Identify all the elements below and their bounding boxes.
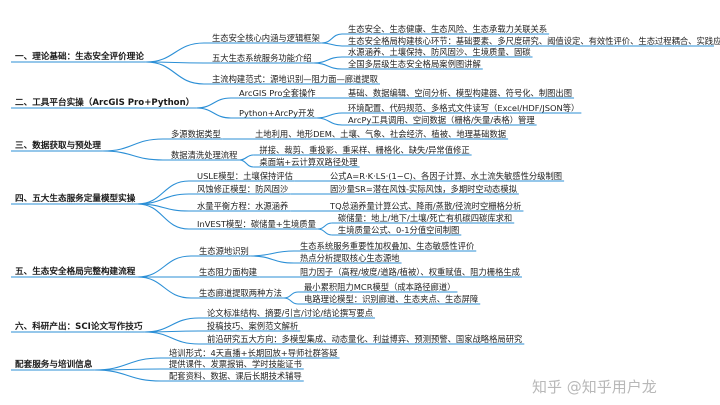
branch-label: 配套资料、数据、课后长期技术辅导	[169, 371, 302, 381]
leaf-label: 阻力因子（高程/坡度/道路/植被）、权重赋值、阻力栅格生成	[300, 267, 520, 277]
branch-label: 生态安全核心内涵与逻辑框架	[212, 33, 320, 43]
branch-label: 生态廊道提取两种方法	[199, 288, 282, 298]
leaf-label: 环境配置、代码规范、多格式文件读写（Excel/HDF/JSON等）	[348, 103, 579, 113]
branch-line	[144, 317, 200, 333]
branch-label: 论文标准结构、摘要/引言/讨论/结论撰写要点	[207, 308, 373, 318]
leaf-label: 桌面端+云计算双路径处理	[259, 157, 358, 167]
section-title: 三、数据获取与预处理	[15, 139, 101, 151]
branch-line	[144, 331, 200, 345]
branch-label: InVEST模型：碳储量+生境质量	[197, 219, 316, 229]
section-title: 配套服务与培训信息	[15, 358, 93, 370]
branch-label: 投稿技巧、案例范文解析	[207, 321, 298, 331]
leaf-line	[283, 291, 299, 299]
branch-line	[102, 150, 164, 161]
branch-label: USLE模型：土壤保持评估	[197, 171, 293, 181]
branch-label: 主流构建范式：源地识别—阻力面—廊道提取	[212, 74, 379, 84]
leaf-label: 生态系统服务重要性加权叠加、生态敏感性评价	[300, 241, 475, 251]
leaf-label: 热点分析提取核心生态源地	[300, 253, 400, 263]
leaf-label: 生态安全格局构建核心环节：基础要素、多尺度研究、阈值设定、有效性评价、生态过程耦…	[348, 36, 720, 46]
branch-label: 数据清洗处理流程	[171, 150, 237, 160]
branch-line	[145, 42, 205, 63]
branch-label: 多源数据类型	[171, 129, 221, 139]
leaf-label: 水源涵养、土壤保持、防风固沙、生境质量、固碳	[348, 47, 531, 57]
branch-line	[102, 138, 164, 152]
section-title: 二、工具平台实操（ArcGIS Pro+Python）	[15, 96, 194, 108]
leaf-label: ArcPy工具调用、空间数据（栅格/矢量/表格）管理	[348, 115, 535, 125]
leaf-line	[239, 159, 254, 168]
leaf-line	[317, 228, 332, 236]
section-title: 五、生态安全格局完整构建流程	[15, 265, 136, 277]
watermark: 知乎 @知乎用户龙	[532, 378, 657, 396]
leaf-label: 固沙量SR=潜在风蚀-实际风蚀，多期时空动态模拟	[330, 184, 518, 194]
branch-label: 提供课件、发票报销、学时技能证书	[169, 359, 302, 369]
branch-label: ArcGIS Pro全套操作	[239, 88, 316, 98]
branch-line	[137, 276, 192, 299]
section-title: 一、理论基础：生态安全评价理论	[15, 50, 144, 62]
leaf-label: 全国多层级生态安全格局案例图讲解	[348, 59, 481, 69]
branch-line	[196, 97, 232, 109]
leaf-label: 碳储量：地上/地下/土壤/死亡有机碳四碳库求和	[338, 213, 512, 223]
leaf-line	[283, 297, 299, 305]
branch-line	[137, 180, 190, 205]
leaf-line	[317, 222, 332, 230]
leaf-label: 拼接、裁剪、重投影、重采样、栅格化、缺失/异常值修正	[259, 145, 469, 155]
leaf-label: 生境质量公式、0-1分值空间制图	[338, 225, 459, 235]
leaf-line	[239, 154, 254, 161]
branch-label: 风蚀修正模型：防风固沙	[197, 184, 288, 194]
leaf-label: 电路理论模型：识别廊道、生态夹点、生态屏障	[304, 294, 478, 304]
branch-label: 水量平衡方程：水源涵养	[197, 201, 288, 211]
leaf-label: 最小累积阻力MCR模型（成本路径廊道）	[304, 282, 455, 292]
leaf-label: 公式A=R⋅K⋅LS⋅(1−C)、各因子计算、水土流失敏感性分级制图	[330, 171, 562, 181]
branch-line	[137, 193, 190, 205]
leaf-label: 基础、数据编辑、空间分析、模型构建器、符号化、制图出图	[348, 88, 572, 98]
leaf-label: 生态安全、生态健康、生态风险、生态承载力关联关系	[348, 24, 547, 34]
branch-line	[137, 203, 190, 230]
leaf-line	[250, 255, 295, 264]
leaf-line	[250, 250, 295, 257]
branch-line	[94, 357, 162, 371]
section-title: 四、五大生态服务定量模型实操	[15, 192, 136, 204]
leaf-label: 土地利用、地形DEM、土壤、气象、社会经济、植被、地理基础数据	[255, 129, 506, 139]
branch-line	[196, 107, 232, 119]
leaf-line	[321, 33, 343, 44]
leaf-line	[313, 62, 343, 70]
branch-label: 生态阻力面构建	[199, 267, 257, 277]
connector-lines	[11, 33, 714, 382]
branch-line	[145, 61, 205, 85]
leaf-line	[316, 117, 343, 126]
branch-label: Python+ArcPy开发	[239, 108, 315, 118]
branch-line	[94, 369, 162, 382]
leaf-line	[321, 42, 343, 47]
section-title: 六、科研产出：SCI论文写作技巧	[15, 320, 143, 332]
leaf-label: TQ总涵养量计算公式、降雨/蒸散/径流时空栅格分析	[329, 201, 521, 211]
branch-line	[137, 255, 192, 278]
node-labels: 一、理论基础：生态安全评价理论 生态安全核心内涵与逻辑框架 生态安全、生态健康、生态…	[15, 24, 720, 381]
branch-label: 五大生态系统服务功能介绍	[212, 53, 312, 63]
branch-label: 前沿研究五大方向：多模型集成、动态量化、利益博弈、预测预警、国家战略格局研究	[207, 334, 522, 344]
leaf-line	[316, 112, 343, 119]
branch-label: 生态源地识别	[199, 246, 249, 256]
branch-label: 培训形式：4天直播+长期回放+导师社群答疑	[169, 348, 338, 358]
leaf-line	[313, 56, 343, 64]
